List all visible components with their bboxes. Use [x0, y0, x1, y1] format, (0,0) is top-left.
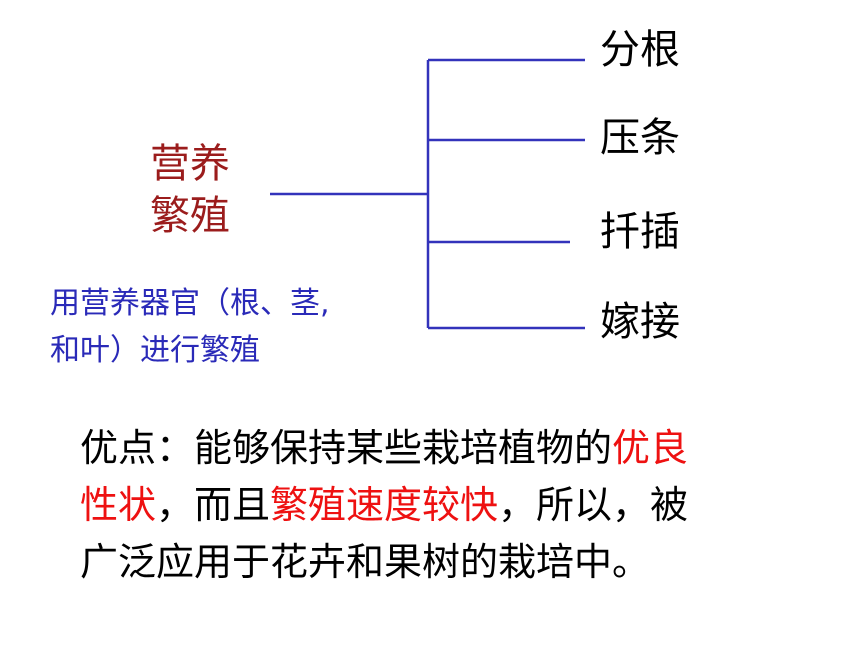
branch-label-4: 嫁接 — [600, 299, 680, 345]
description-line-2: 和叶）进行繁殖 — [50, 333, 260, 368]
note-text: ，所以，被 — [498, 483, 689, 527]
note-highlight: 优良 — [612, 426, 689, 470]
root-label: 营养 繁殖 — [150, 138, 260, 242]
branch-label-2: 压条 — [600, 115, 680, 161]
branch-label-3: 扦插 — [600, 209, 680, 255]
branch-label-1: 分根 — [600, 27, 680, 73]
root-label-line-1: 营养 — [150, 141, 230, 187]
note-text: 优点：能够保持某些栽培植物的 — [80, 426, 613, 470]
note-line-3: 广泛应用于花卉和果树的栽培中。 — [80, 540, 651, 584]
note-text: ，而且 — [156, 483, 271, 527]
advantage-note: 优点：能够保持某些栽培植物的优良 性状，而且繁殖速度较快，所以，被 广泛应用于花… — [80, 420, 780, 591]
note-line-2: 性状，而且繁殖速度较快，所以，被 — [80, 477, 780, 534]
root-description: 用营养器官（根、茎, 和叶）进行繁殖 — [50, 280, 410, 374]
note-highlight: 性状 — [80, 483, 157, 527]
description-line-1: 用营养器官（根、茎, — [50, 286, 330, 321]
note-highlight: 繁殖速度较快 — [270, 483, 499, 527]
note-line-1: 优点：能够保持某些栽培植物的优良 — [80, 420, 780, 477]
root-label-line-2: 繁殖 — [150, 193, 230, 239]
